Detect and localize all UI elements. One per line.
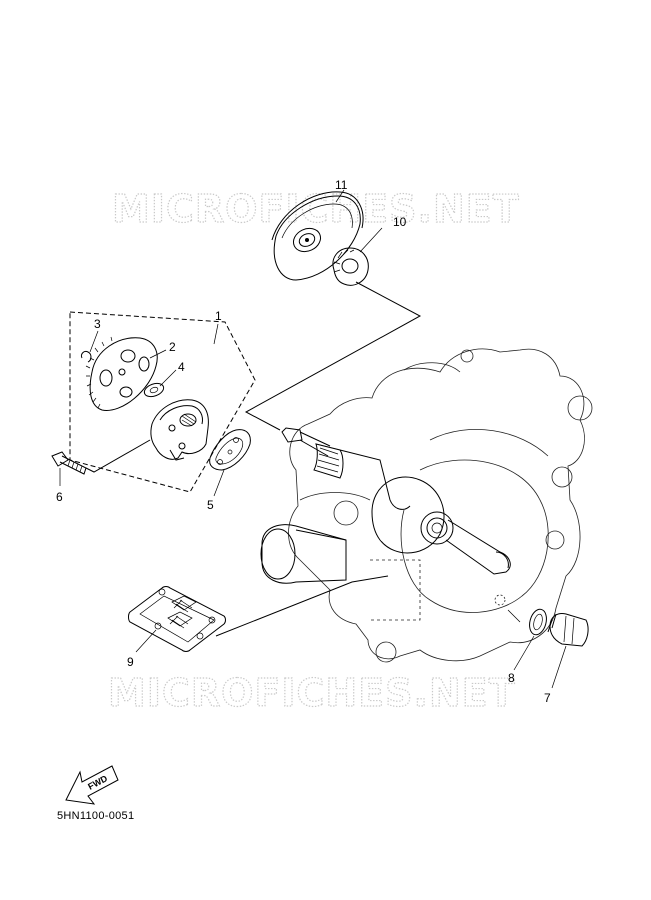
callout-label-3: 3 <box>94 317 101 331</box>
part-9-strainer <box>128 586 226 652</box>
fwd-label: FWD <box>86 773 109 792</box>
watermark-bottom: MICROFICHES.NET <box>108 671 516 715</box>
part-7-drain-plug <box>547 613 589 647</box>
callout-4: 4 <box>159 360 185 387</box>
part-4-washer <box>143 382 165 398</box>
part-6-bolt <box>51 451 87 475</box>
callout-label-1: 1 <box>215 309 222 323</box>
callout-label-5: 5 <box>207 498 214 512</box>
callout-3: 3 <box>89 317 101 353</box>
callout-label-2: 2 <box>169 340 176 354</box>
watermark-top: MICROFICHES.NET <box>112 187 520 231</box>
callout-7: 7 <box>544 645 567 705</box>
oil-filter-cylinder <box>260 524 347 584</box>
part-1-pump-body <box>150 399 209 461</box>
callout-label-11: 11 <box>335 178 348 192</box>
callout-10: 10 <box>359 215 407 253</box>
callout-9: 9 <box>127 629 157 669</box>
callout-label-8: 8 <box>508 671 515 685</box>
callout-label-6: 6 <box>56 490 63 504</box>
part-8-washer <box>529 608 547 636</box>
diagram-code: 5HN1100-0051 <box>57 810 135 822</box>
callout-label-10: 10 <box>393 215 407 229</box>
callout-2: 2 <box>149 340 176 359</box>
callout-label-7: 7 <box>544 691 551 705</box>
oil-pump-assembly-boundary <box>69 311 256 493</box>
part-2-gear <box>85 336 158 411</box>
crankshaft <box>281 427 511 575</box>
callout-6: 6 <box>56 468 63 504</box>
part-5-gasket <box>209 429 251 471</box>
part-10-nut <box>332 247 369 286</box>
callout-11: 11 <box>335 178 348 203</box>
callout-8: 8 <box>508 635 535 685</box>
part-11-plate <box>271 191 364 281</box>
callout-label-4: 4 <box>178 360 185 374</box>
crankcase-outline <box>288 348 593 663</box>
fwd-arrow-icon: FWD <box>65 765 119 805</box>
leader-lines <box>85 281 521 637</box>
callout-label-9: 9 <box>127 655 134 669</box>
callout-1: 1 <box>213 309 222 345</box>
part-3-clip <box>81 351 92 363</box>
callout-5: 5 <box>207 469 225 512</box>
